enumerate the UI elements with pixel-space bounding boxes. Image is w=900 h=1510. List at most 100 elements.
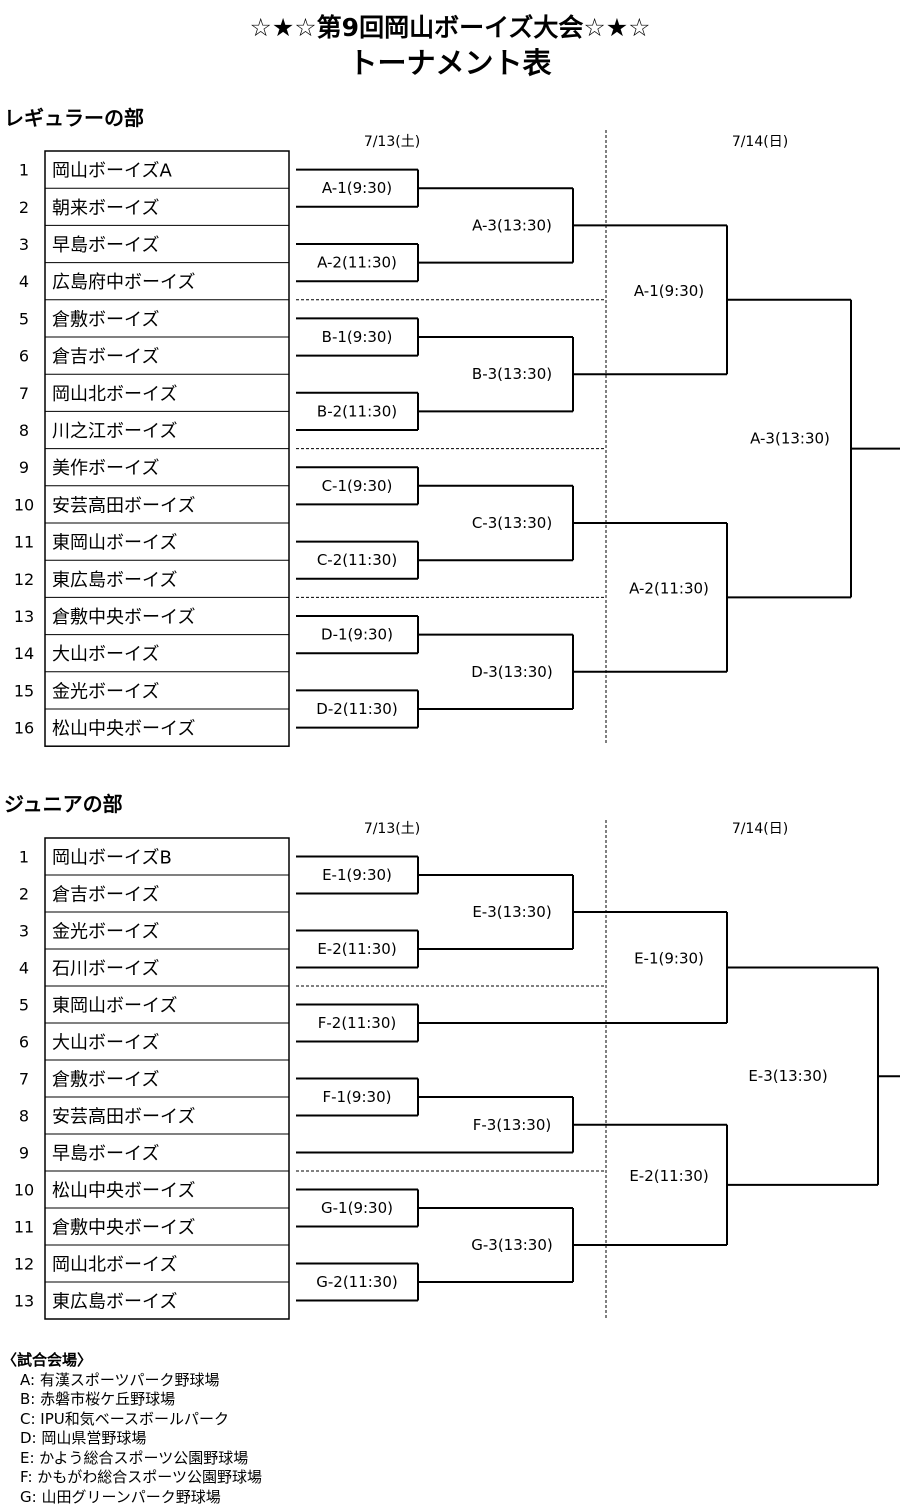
team-name: 倉敷中央ボーイズ <box>52 607 195 628</box>
team-name: 岡山ボーイズB <box>52 848 172 869</box>
match-label: D-1(9:30) <box>321 626 393 644</box>
junior-day1-label: 7/13(土) <box>364 821 420 837</box>
match-label: E-1(9:30) <box>322 866 392 884</box>
team-name: 東広島ボーイズ <box>52 570 177 591</box>
team-seed-number: 15 <box>14 681 34 700</box>
team-seed-number: 7 <box>19 384 29 403</box>
match-label: G-1(9:30) <box>321 1199 393 1217</box>
team-seed-number: 5 <box>19 996 29 1015</box>
match-label: D-3(13:30) <box>471 663 552 681</box>
match-label: E-2(11:30) <box>317 940 396 958</box>
team-seed-number: 6 <box>19 1033 29 1052</box>
match-label: A-1(9:30) <box>634 282 704 300</box>
venue-item: E: かよう総合スポーツ公園野球場 <box>20 1448 249 1467</box>
team-name: 岡山北ボーイズ <box>52 1255 177 1276</box>
team-seed-number: 9 <box>19 1144 29 1163</box>
junior-team-table <box>44 837 290 1320</box>
match-label: A-3(13:30) <box>750 430 830 448</box>
team-name: 早島ボーイズ <box>52 235 159 256</box>
team-name: 倉吉ボーイズ <box>52 347 159 368</box>
match-label: B-1(9:30) <box>322 328 393 346</box>
team-seed-number: 10 <box>14 1181 34 1200</box>
venue-item: G: 山田グリーンパーク野球場 <box>20 1487 221 1506</box>
team-seed-number: 11 <box>14 1218 34 1237</box>
team-name: 東岡山ボーイズ <box>52 996 177 1017</box>
venue-item: B: 赤磐市桜ケ丘野球場 <box>20 1390 176 1408</box>
team-name: 岡山北ボーイズ <box>52 384 177 405</box>
team-seed-number: 8 <box>19 421 29 440</box>
team-seed-number: 1 <box>19 161 29 180</box>
team-name: 広島府中ボーイズ <box>52 272 195 293</box>
team-name: 金光ボーイズ <box>52 922 159 943</box>
team-seed-number: 3 <box>19 235 29 254</box>
match-label: F-1(9:30) <box>323 1088 392 1106</box>
team-name: 金光ボーイズ <box>52 681 159 702</box>
match-label: G-2(11:30) <box>316 1273 398 1291</box>
team-name: 石川ボーイズ <box>52 959 159 980</box>
team-seed-number: 5 <box>19 309 29 328</box>
match-label: F-3(13:30) <box>473 1116 552 1134</box>
match-label: C-2(11:30) <box>317 551 397 569</box>
venue-heading: 〈試合会場〉 <box>2 1351 93 1369</box>
match-label: C-1(9:30) <box>322 477 393 495</box>
match-label: E-1(9:30) <box>634 950 704 968</box>
team-name: 美作ボーイズ <box>52 458 159 479</box>
team-name: 大山ボーイズ <box>52 644 159 665</box>
venue-item: F: かもがわ総合スポーツ公園野球場 <box>20 1468 262 1486</box>
match-label: E-3(13:30) <box>748 1067 827 1085</box>
team-name: 松山中央ボーイズ <box>52 1181 195 1202</box>
regular-day2-label: 7/14(日) <box>732 134 788 150</box>
team-name: 倉敷中央ボーイズ <box>52 1218 195 1239</box>
team-seed-number: 12 <box>14 570 34 589</box>
team-name: 松山中央ボーイズ <box>52 719 195 740</box>
team-name: 大山ボーイズ <box>52 1033 159 1054</box>
team-name: 朝来ボーイズ <box>52 198 159 219</box>
team-seed-number: 9 <box>19 458 29 477</box>
venue-list: 〈試合会場〉 A: 有漢スポーツパーク野球場 B: 赤磐市桜ケ丘野球場 C: I… <box>2 1351 262 1507</box>
team-name: 倉敷ボーイズ <box>52 1070 159 1091</box>
team-name: 安芸高田ボーイズ <box>52 495 195 516</box>
regular-section-title: レギュラーの部 <box>4 106 144 130</box>
team-seed-number: 13 <box>14 607 34 626</box>
team-seed-number: 8 <box>19 1107 29 1126</box>
team-seed-number: 14 <box>14 644 34 663</box>
team-seed-number: 13 <box>14 1292 34 1311</box>
team-seed-number: 16 <box>14 719 34 738</box>
team-seed-number: 12 <box>14 1255 34 1274</box>
match-label: C-3(13:30) <box>472 514 552 532</box>
team-seed-number: 1 <box>19 848 29 867</box>
match-label: F-2(11:30) <box>318 1014 397 1032</box>
team-name: 東岡山ボーイズ <box>52 533 177 554</box>
venue-item: A: 有漢スポーツパーク野球場 <box>20 1370 220 1389</box>
team-name: 倉吉ボーイズ <box>52 885 159 906</box>
regular-day1-label: 7/13(土) <box>364 134 420 150</box>
team-name: 早島ボーイズ <box>52 1144 159 1165</box>
venue-item: C: IPU和気ベースボールパーク <box>20 1409 229 1428</box>
team-name: 川之江ボーイズ <box>52 421 177 442</box>
team-seed-number: 4 <box>19 272 29 291</box>
match-label: E-3(13:30) <box>472 903 551 921</box>
team-name: 岡山ボーイズA <box>52 161 172 182</box>
match-label: G-3(13:30) <box>471 1236 553 1254</box>
team-seed-number: 2 <box>19 885 29 904</box>
team-seed-number: 2 <box>19 198 29 217</box>
match-label: B-3(13:30) <box>472 365 552 383</box>
team-seed-number: 6 <box>19 347 29 366</box>
match-label: A-2(11:30) <box>629 579 709 597</box>
tournament-subtitle: トーナメント表 <box>348 46 552 80</box>
match-label: A-3(13:30) <box>472 216 552 234</box>
team-seed-number: 3 <box>19 922 29 941</box>
team-seed-number: 11 <box>14 533 34 552</box>
match-label: A-1(9:30) <box>322 179 392 197</box>
tournament-title: ☆★☆第9回岡山ボーイズ大会☆★☆ <box>249 13 651 42</box>
team-name: 東広島ボーイズ <box>52 1292 177 1313</box>
team-name: 安芸高田ボーイズ <box>52 1107 195 1128</box>
team-seed-number: 7 <box>19 1070 29 1089</box>
team-seed-number: 10 <box>14 495 34 514</box>
venue-item: D: 岡山県営野球場 <box>20 1429 147 1447</box>
junior-day2-label: 7/14(日) <box>732 821 788 837</box>
match-label: E-2(11:30) <box>629 1167 708 1185</box>
team-name: 倉敷ボーイズ <box>52 309 159 330</box>
match-label: D-2(11:30) <box>316 700 397 718</box>
